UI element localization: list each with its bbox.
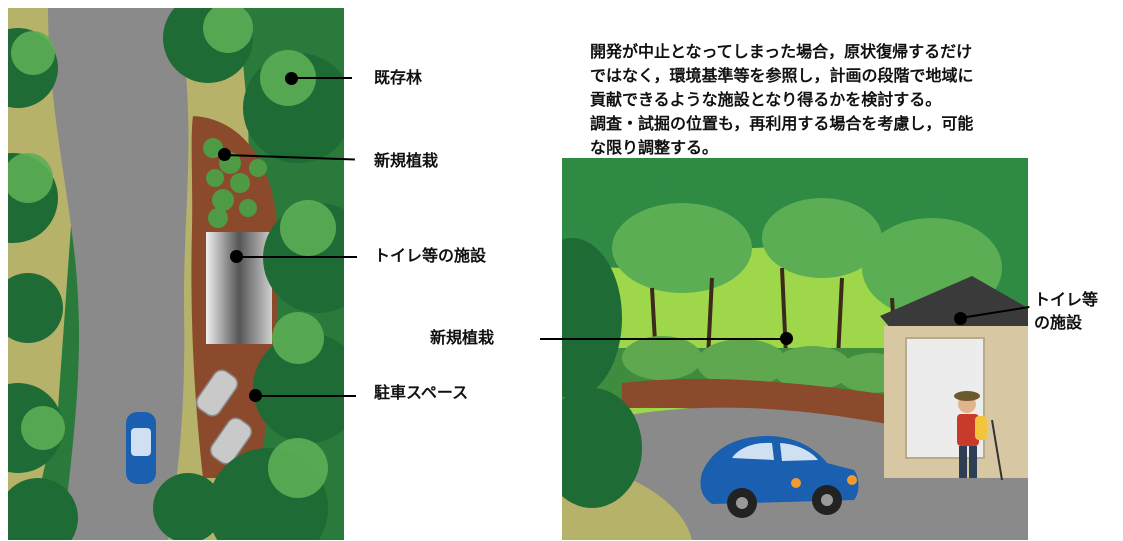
parked-cars [195,369,253,465]
perspective-drawing [562,158,1028,540]
hiker-figure [954,391,1003,481]
label-toilet-scene-line2: の施設 [1034,313,1083,332]
explanation-note: 開発が中止となってしまった場合，原状復帰するだけ ではなく，環境基準等を参照し，… [590,40,1120,160]
note-line-1: 開発が中止となってしまった場合，原状復帰するだけ [590,42,973,61]
existing-forest-leader [292,77,352,79]
note-line-4: 調査・試掘の位置も，再利用する場合を考慮し，可能 [590,114,974,133]
plan-view-illustration [8,8,344,540]
parking-marker [249,389,262,402]
new-planting-shrubs [203,138,267,228]
existing-forest-marker [285,72,298,85]
plan-view-drawing [8,8,344,540]
new-planting-marker [218,148,231,161]
scene-new-planting-marker [780,332,793,345]
note-line-3: 貢献できるような施設となり得るかを検討する。 [590,90,942,109]
note-line-2: ではなく，環境基準等を参照し，計画の段階で地域に [590,66,974,85]
scene-new-planting-leader [540,338,784,340]
toilet-facility-leader [237,256,357,258]
perspective-scene-illustration [562,158,1028,540]
toilet-facility-marker [230,250,243,263]
label-existing-forest: 既存林 [374,68,423,87]
label-toilet-scene-line1: トイレ等 [1034,290,1099,309]
toilet-facility-roof [206,232,272,344]
label-toilet-facility-plan: トイレ等の施設 [374,246,487,265]
note-line-5: な限り調整する。 [590,138,719,157]
label-new-planting-scene: 新規植栽 [430,328,495,347]
parking-leader [256,395,356,397]
label-new-planting-plan: 新規植栽 [374,151,439,170]
scene-blue-car [700,436,859,518]
label-parking-space: 駐車スペース [374,383,469,402]
road [48,8,189,540]
